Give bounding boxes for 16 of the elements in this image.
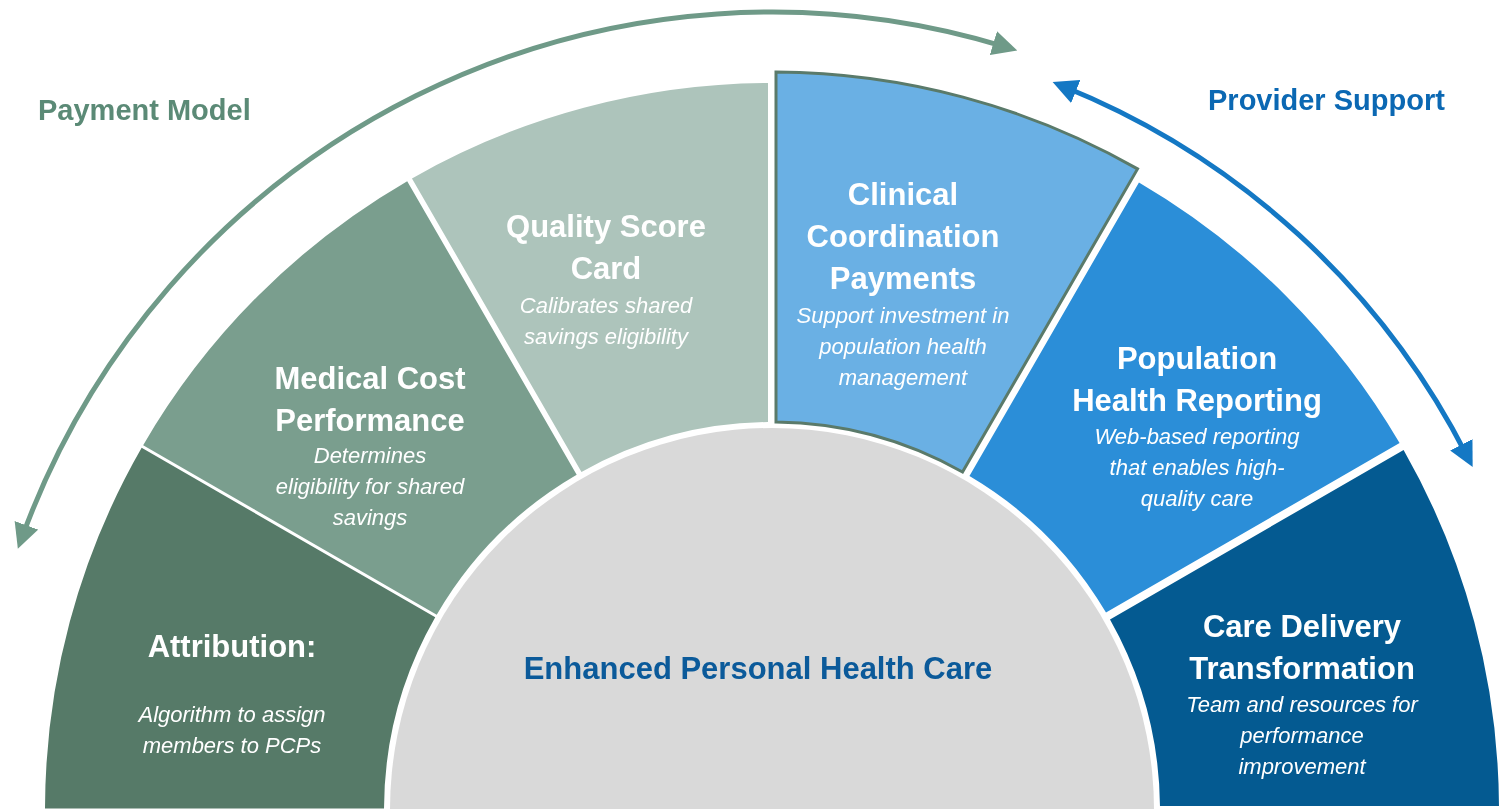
group-label: Provider Support (1208, 84, 1445, 117)
segment-title: Clinical Coordination Payments (805, 176, 1001, 298)
segment-title: Quality Score Card (505, 208, 707, 288)
segment-description: Team and resources for performance improvement (1185, 691, 1420, 781)
segment-title: Care Delivery Transformation (1188, 608, 1416, 688)
group-label: Payment Model (38, 94, 251, 127)
segment-title: Medical Cost Performance (273, 360, 467, 440)
segment-title: Attribution: (146, 628, 318, 666)
segment-description: Support investment in population health management (795, 302, 1011, 392)
segment-description: Determines eligibility for shared savings (274, 442, 466, 532)
arc-segment (1110, 449, 1499, 806)
segment-description: Web-based reporting that enables high-quality care (1093, 423, 1301, 513)
hub-title: Enhanced Personal Health Care (522, 650, 994, 688)
segment-title: Population Health Reporting (1072, 340, 1322, 420)
segment-description: Calibrates shared savings eligibility (518, 292, 694, 351)
segment-description: Algorithm to assign members to PCPs (136, 701, 327, 760)
